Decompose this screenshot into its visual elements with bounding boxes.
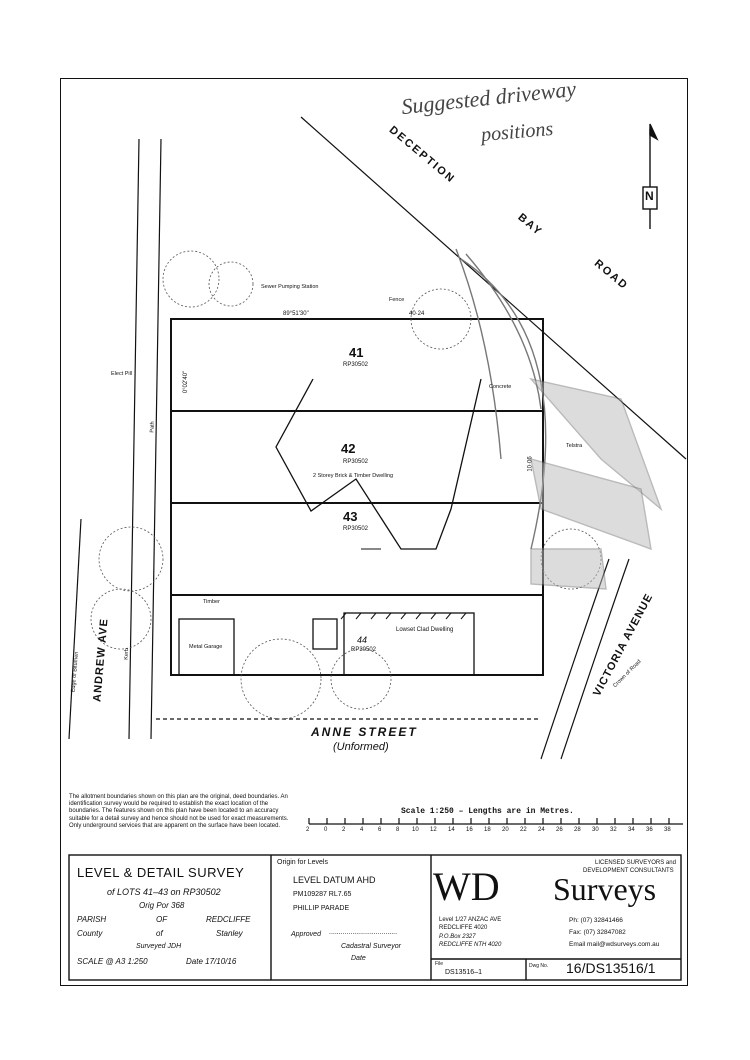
hatching <box>340 548 467 620</box>
label-sewer-pump: Sewer Pumping Station <box>261 284 319 290</box>
company-fax: Fax: (07) 32847082 <box>569 929 626 936</box>
dwg-label: Dwg No. <box>529 963 549 969</box>
title-scale: SCALE @ A3 1:250 <box>77 957 148 966</box>
scale-tick-13: 24 <box>538 827 545 833</box>
title-surveyed: Surveyed JDH <box>136 943 182 950</box>
lot-number-43: 43 <box>343 509 358 524</box>
title-parish-label: PARISH <box>77 915 107 924</box>
label-bearing-top: 89°51'30" <box>283 311 309 317</box>
road-lines <box>68 116 687 760</box>
road-name-anne-sub: (Unformed) <box>333 741 389 753</box>
scale-tick-19: 36 <box>646 827 653 833</box>
label-metal-garage: Metal Garage <box>189 644 223 650</box>
road-name-anne: ANNE STREET <box>311 725 418 739</box>
company-addr-1: Level 1/27 ANZAC AVE <box>439 917 502 923</box>
lot-number-41: 41 <box>349 345 364 360</box>
title-block-frame <box>68 854 682 981</box>
label-concrete: Concrete <box>489 384 512 390</box>
origin-dots: ................................... <box>329 929 398 936</box>
scale-tick-10: 18 <box>484 827 491 833</box>
label-kerb: Kerb <box>123 648 131 660</box>
company-addr-2: REDCLIFFE 4020 <box>439 925 488 931</box>
scale-tick-0: 2 <box>306 827 310 833</box>
driveway-sketch <box>455 248 663 590</box>
label-elect-pill: Elect Pill <box>111 371 133 377</box>
scale-tick-20: 38 <box>664 827 671 833</box>
lot-boundaries <box>170 318 544 676</box>
scale-tick-14: 26 <box>556 827 563 833</box>
label-bearing-side: 0°02'40" <box>183 370 190 394</box>
trees <box>90 250 602 720</box>
buildings <box>178 378 482 676</box>
lot-dwelling-42: 2 Storey Brick & Timber Dwelling <box>313 473 394 479</box>
title-parish-value: REDCLIFFE <box>206 915 251 924</box>
scale-tick-4: 6 <box>378 827 382 833</box>
scale-tick-8: 14 <box>448 827 455 833</box>
file-value: DS13516–1 <box>445 969 482 976</box>
origin-title: Origin for Levels <box>277 859 328 866</box>
company-surveys: Surveys <box>553 871 657 907</box>
lot-number-42: 42 <box>341 441 356 456</box>
lot-rp-41: RP30502 <box>343 362 369 368</box>
scale-tick-3: 4 <box>360 827 364 833</box>
scale-tick-18: 34 <box>628 827 635 833</box>
company-email: Email mail@wdsurveys.com.au <box>569 941 660 948</box>
lot-rp-43: RP30502 <box>343 526 369 532</box>
company-wd: WD <box>433 864 500 909</box>
scale-tick-2: 2 <box>342 827 346 833</box>
lot-rp-42: RP30502 <box>343 459 369 465</box>
lot-dwelling-44: Lowset Clad Dwelling <box>396 627 454 633</box>
survey-notes: The allotment boundaries shown on this p… <box>69 794 289 829</box>
title-county-of: of <box>156 929 163 938</box>
north-label: N <box>645 189 654 203</box>
scale-bar-graphic <box>308 818 683 825</box>
company-tagline-1: LICENSED SURVEYORS and <box>595 860 676 866</box>
file-label: File <box>435 961 444 967</box>
origin-place: PHILLIP PARADE <box>293 905 350 912</box>
scale-bar-title: Scale 1:250 – Lengths are in Metres. <box>401 807 574 816</box>
scale-tick-9: 16 <box>466 827 473 833</box>
lot-number-44: 44 <box>357 635 368 645</box>
title-county-value: Stanley <box>216 929 243 938</box>
title-date: Date 17/10/16 <box>186 957 237 966</box>
company-tagline-2: DEVELOPMENT CONSULTANTS <box>583 868 674 874</box>
scale-tick-11: 20 <box>502 827 509 833</box>
scale-tick-5: 8 <box>396 827 400 833</box>
title-of-lots: of LOTS 41–43 on RP30502 <box>107 887 221 897</box>
company-phone: Ph: (07) 32841466 <box>569 917 623 924</box>
site-plan <box>68 116 687 981</box>
title-parish-of: OF <box>156 915 168 924</box>
title-orig-por: Orig Por 368 <box>139 901 185 910</box>
label-dim-side: 10·06 <box>527 456 534 472</box>
scale-tick-6: 10 <box>412 827 419 833</box>
origin-cadastral: Cadastral Surveyor <box>341 943 401 950</box>
scale-tick-16: 30 <box>592 827 599 833</box>
lot-rp-44: RP30502 <box>351 647 377 653</box>
origin-pm: PM109287 RL7.65 <box>293 891 352 898</box>
company-addr-4: REDCLIFFE NTH 4020 <box>439 942 502 948</box>
label-timber: Timber <box>203 599 220 605</box>
scale-tick-1: 0 <box>324 827 328 833</box>
survey-sheet: Suggested driveway positions DECEPTION B… <box>60 76 688 986</box>
origin-datum: LEVEL DATUM AHD <box>293 875 376 885</box>
scale-tick-17: 32 <box>610 827 617 833</box>
north-arrow-graphic <box>642 123 659 229</box>
label-telstra: Telstra <box>566 443 583 449</box>
dwg-value: 16/DS13516/1 <box>566 960 656 976</box>
label-path: Path <box>149 421 156 433</box>
scale-tick-15: 28 <box>574 827 581 833</box>
scale-tick-12: 22 <box>520 827 527 833</box>
origin-approved: Approved <box>291 931 321 938</box>
title-heading: LEVEL & DETAIL SURVEY <box>77 865 245 880</box>
label-fence: Fence <box>389 297 405 303</box>
title-county-label: County <box>77 929 103 938</box>
origin-date: Date <box>351 955 366 962</box>
company-addr-3: P.O.Box 2327 <box>439 934 476 940</box>
scale-tick-7: 12 <box>430 827 437 833</box>
label-dim-top: 40·24 <box>409 311 425 317</box>
